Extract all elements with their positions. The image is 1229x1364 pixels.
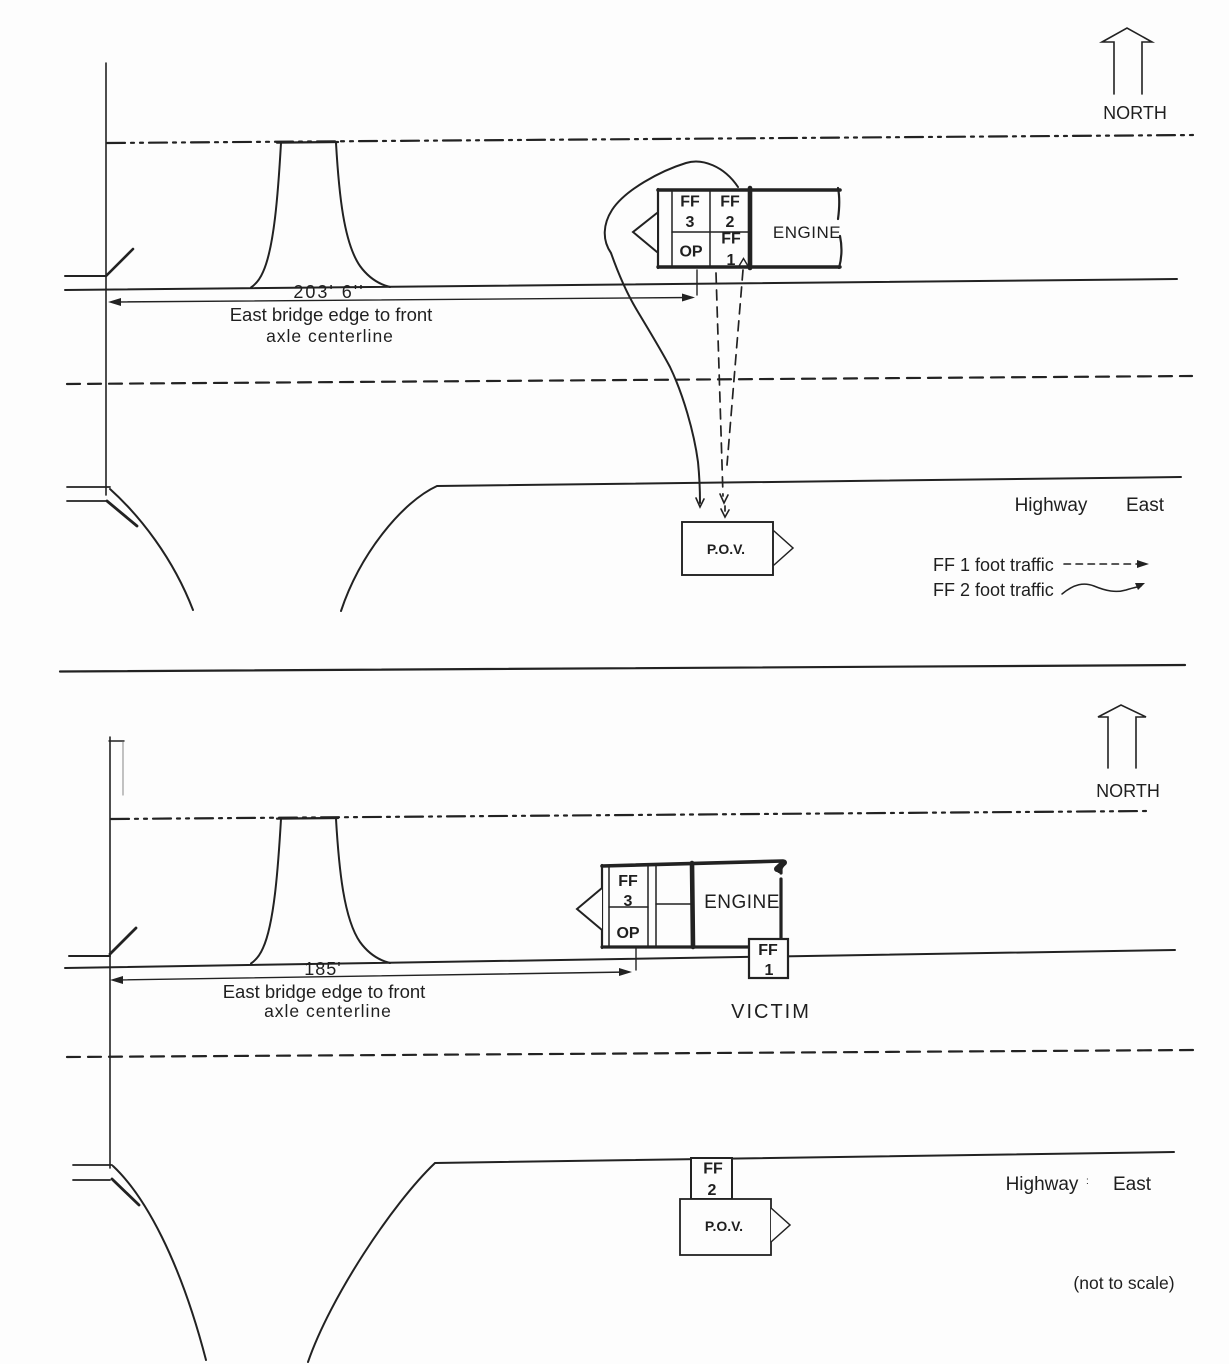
svg-text:East: East xyxy=(1126,495,1165,516)
svg-text:East bridge edge to front: East bridge edge to front xyxy=(230,304,433,325)
svg-text:axle centerline: axle centerline xyxy=(266,326,394,346)
svg-text:axle centerline: axle centerline xyxy=(264,1001,392,1021)
svg-text:203' 6'': 203' 6'' xyxy=(293,282,364,302)
svg-text:3: 3 xyxy=(624,893,633,910)
svg-text:FF: FF xyxy=(720,194,740,211)
svg-text:NORTH: NORTH xyxy=(1103,103,1167,123)
svg-text:2: 2 xyxy=(708,1182,717,1199)
svg-text:FF: FF xyxy=(721,231,741,248)
svg-text:FF: FF xyxy=(758,942,778,959)
svg-text:1: 1 xyxy=(765,962,774,979)
svg-text:VICTIM: VICTIM xyxy=(731,1001,811,1023)
svg-text:FF: FF xyxy=(618,873,638,890)
svg-text:East bridge edge to front: East bridge edge to front xyxy=(223,981,426,1002)
svg-text:2: 2 xyxy=(726,214,735,231)
svg-text:ENGINE: ENGINE xyxy=(773,223,841,242)
svg-text:NORTH: NORTH xyxy=(1096,781,1160,801)
svg-text:OP: OP xyxy=(679,244,702,261)
svg-text:FF: FF xyxy=(703,1161,723,1178)
svg-text:FF: FF xyxy=(680,194,700,211)
svg-text:1: 1 xyxy=(727,252,736,269)
svg-text:185': 185' xyxy=(304,959,341,979)
svg-text:(not to scale): (not to scale) xyxy=(1073,1273,1174,1293)
svg-text:Highway: Highway xyxy=(1006,1174,1079,1195)
svg-text:FF 1 foot traffic: FF 1 foot traffic xyxy=(933,555,1054,575)
svg-text:FF 2 foot traffic: FF 2 foot traffic xyxy=(933,580,1054,600)
svg-text:3: 3 xyxy=(686,214,695,231)
svg-text:OP: OP xyxy=(616,925,639,942)
svg-text:P.O.V.: P.O.V. xyxy=(705,1218,743,1234)
svg-text:East: East xyxy=(1113,1174,1152,1195)
svg-text:P.O.V.: P.O.V. xyxy=(707,541,745,557)
svg-text:ENGINE: ENGINE xyxy=(704,892,780,913)
svg-text:Highway: Highway xyxy=(1015,495,1088,516)
svg-text::: : xyxy=(1086,1176,1089,1187)
